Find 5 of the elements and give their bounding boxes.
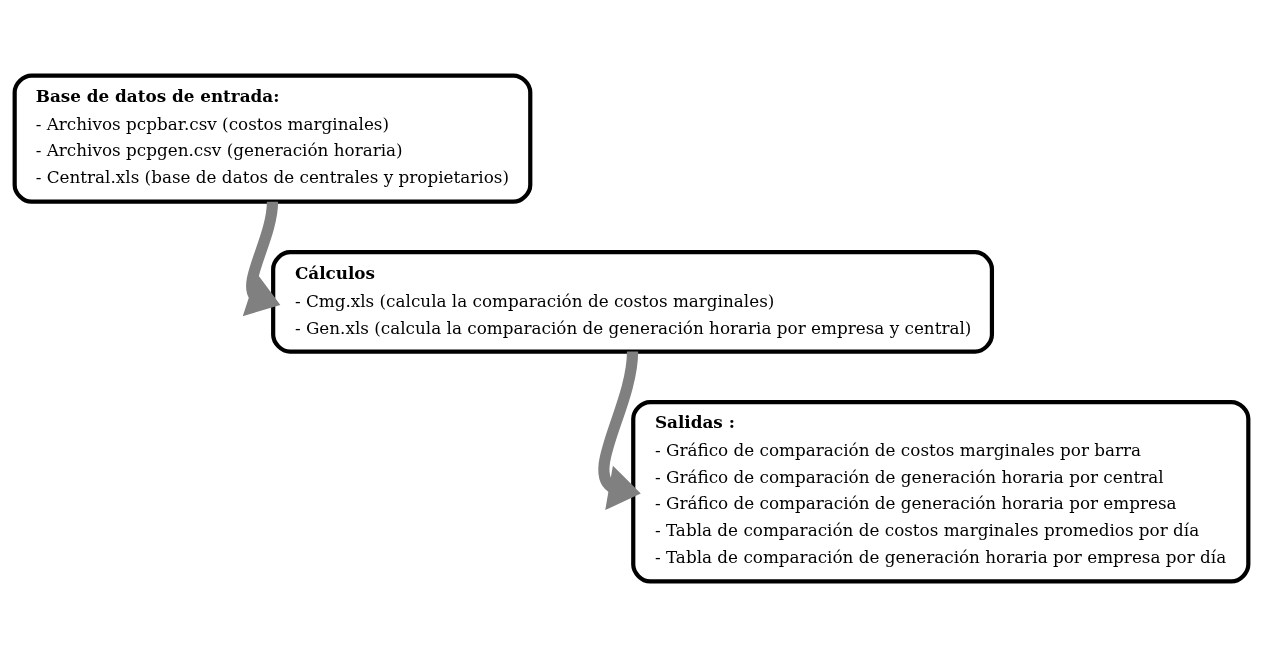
node-box: Salidas : - Gráfico de comparación de costos marginales por barra - Gráfico de comparación de generación horaria por central - Gráfico de comparación de generación horaria por empresa - Tabla de comparación de costos marginales promedios por día - Tabla de comparación de generación horaria por empresa por día — [631, 399, 1251, 583]
node-box: Base de datos de entrada: - Archivos pcpbar.csv (costos marginales) - Archivos pcpgen.csv (generación horaria) - Central.xls (base de datos de centrales y propietarios) — [12, 73, 533, 204]
node-box: Cálculos - Cmg.xls (calcula la comparación de costos marginales) - Gen.xls (calcula la comparación de generación horaria por empresa y central) — [271, 249, 995, 354]
arrow — [598, 350, 641, 510]
arrow — [242, 200, 281, 316]
